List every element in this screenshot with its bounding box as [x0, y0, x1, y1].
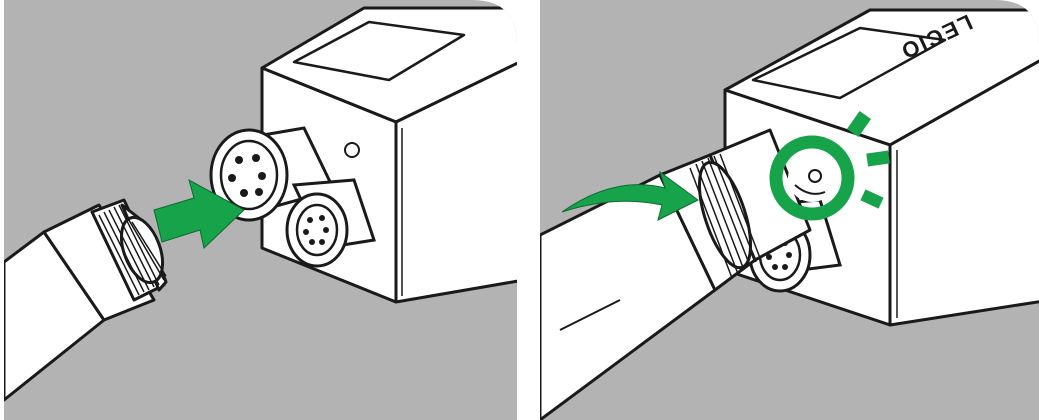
push-arrow-icon — [153, 178, 245, 249]
sensor-socket-lower — [285, 178, 376, 268]
cable-connector — [540, 128, 812, 420]
connector-knurl-lines — [98, 204, 167, 296]
insert-illustration — [4, 0, 517, 420]
sensor-body — [723, 8, 1039, 327]
panel-rotate-connector: LECIO — [540, 0, 1039, 420]
led-light-icon — [769, 110, 890, 221]
connector-knurl-lines — [689, 153, 761, 279]
rotate-arrow-icon — [561, 170, 699, 221]
rotate-illustration: LECIO — [540, 0, 1039, 420]
panel-insert-connector — [4, 0, 517, 420]
cable-edge-lines — [559, 299, 621, 331]
